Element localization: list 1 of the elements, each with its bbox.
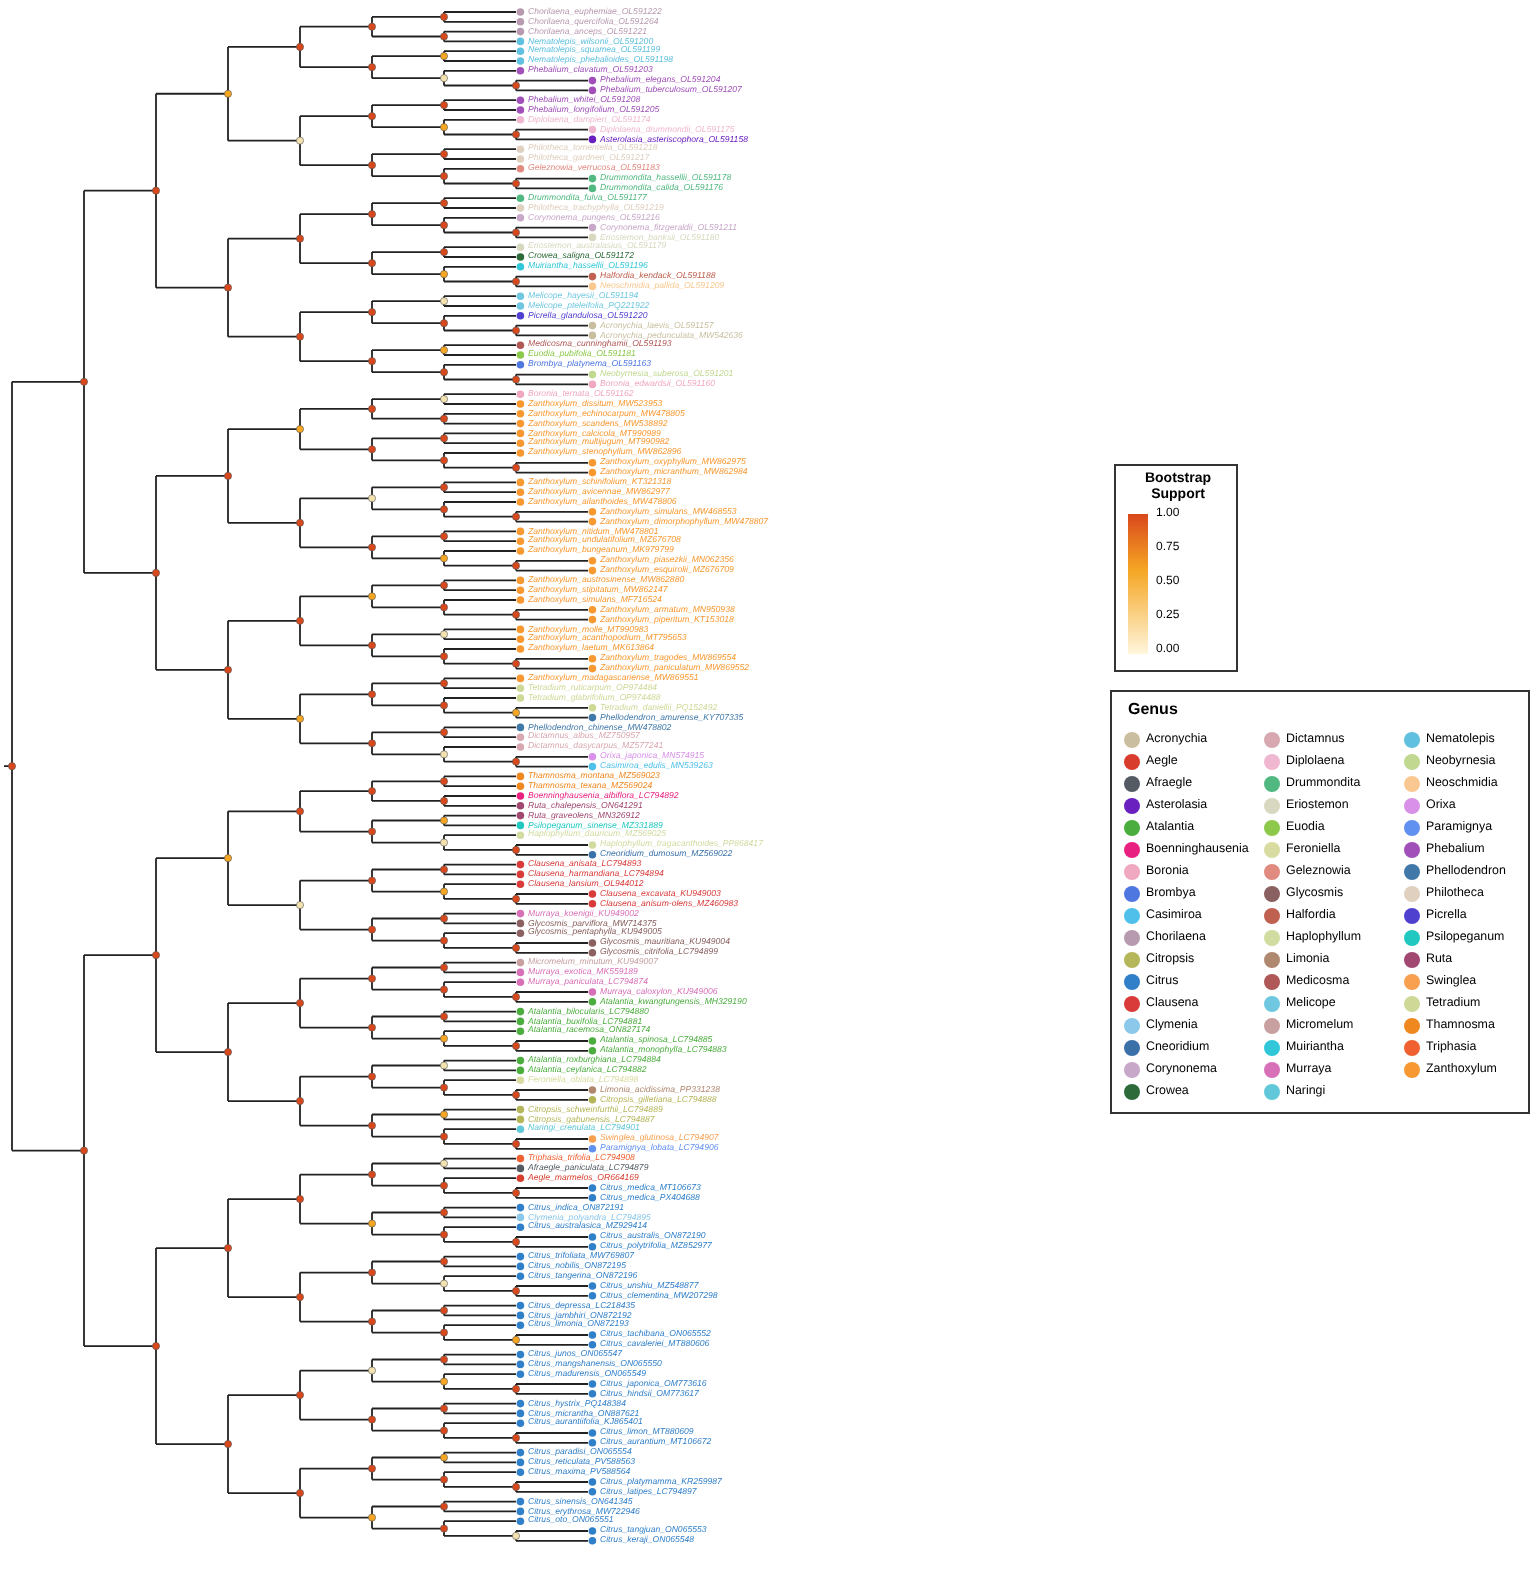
legend-title: Genus [1128,700,1178,718]
